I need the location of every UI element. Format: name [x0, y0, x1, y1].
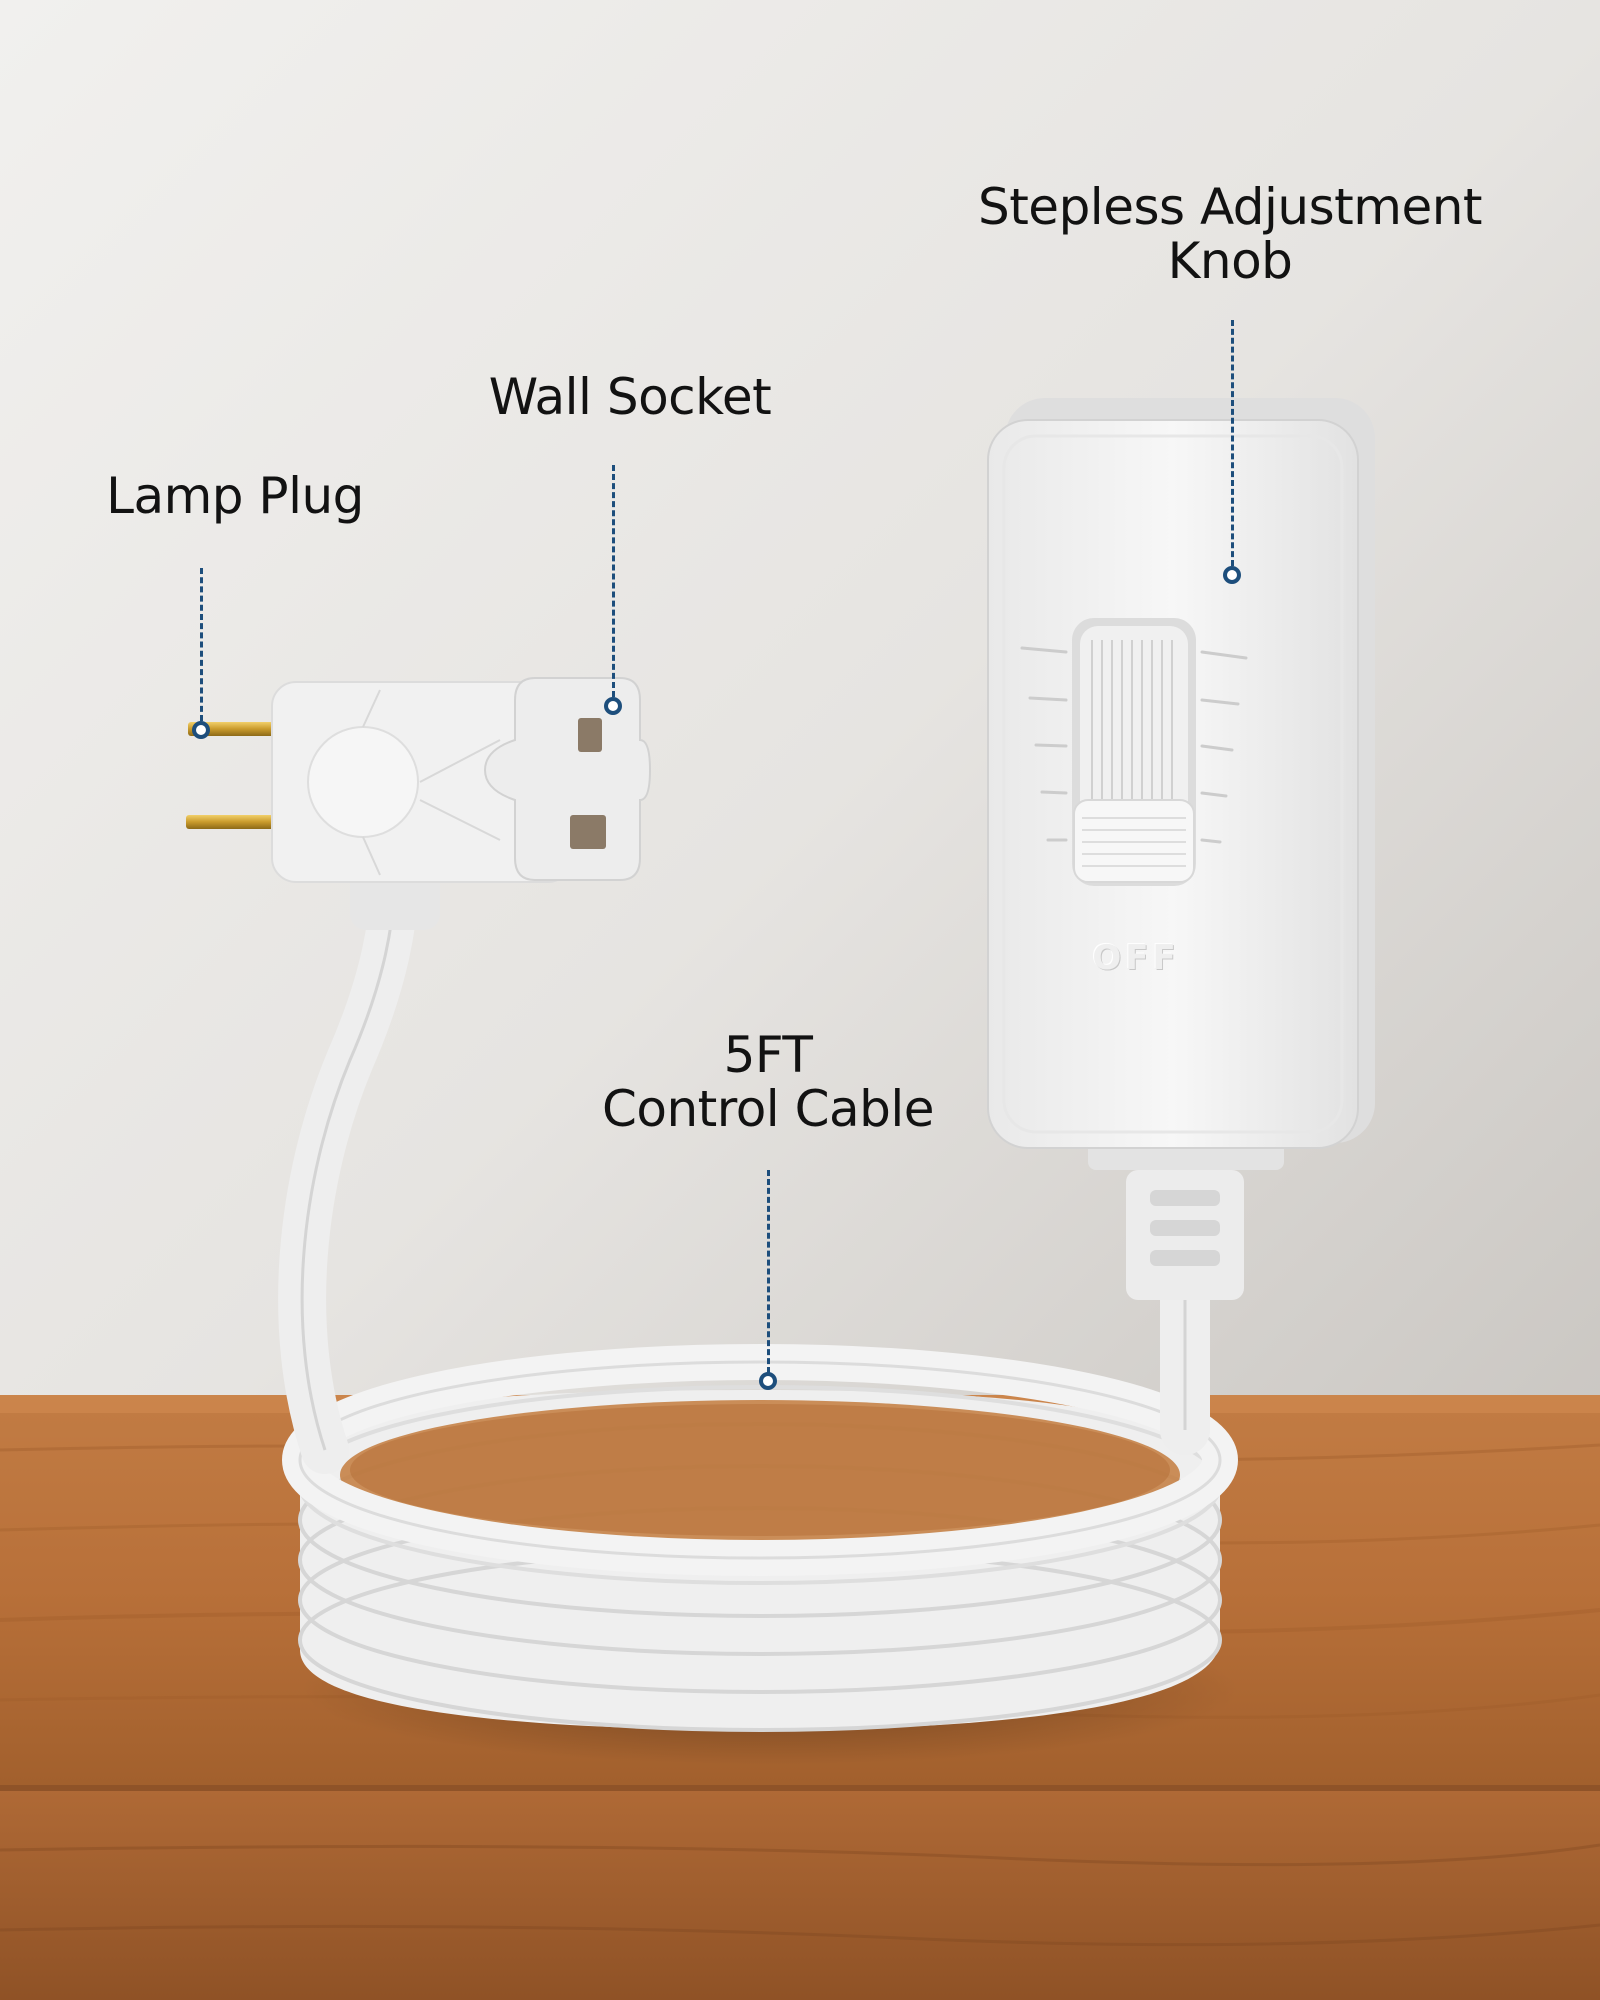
- callout-cable-dot: [759, 1372, 777, 1390]
- control-cable: [278, 846, 1238, 1732]
- callout-lamp-plug-label: Lamp Plug: [106, 467, 364, 525]
- callout-cable-label: 5FT Control Cable: [560, 1028, 976, 1136]
- callout-wall-socket-label: Wall Socket: [488, 368, 772, 426]
- callout-lamp-plug-leader: [200, 568, 203, 721]
- callout-knob-line1: Stepless Adjustment: [977, 178, 1483, 236]
- dimmer-scale-marks: [1020, 646, 1248, 844]
- callout-cable-line2: Control Cable: [601, 1080, 935, 1138]
- wall-socket-face: [483, 677, 652, 881]
- callout-wall-socket-leader: [612, 465, 615, 697]
- callout-cable-leader: [767, 1170, 770, 1382]
- plug-adapter: [186, 677, 652, 930]
- lamp-plug-prong-bottom: [186, 815, 274, 829]
- callout-knob-dot: [1223, 566, 1241, 584]
- dimmer-switch-box: [987, 398, 1375, 1300]
- callout-knob-label: Stepless Adjustment Knob: [975, 180, 1485, 288]
- callout-lamp-plug-dot: [192, 721, 210, 739]
- callout-wall-socket-dot: [604, 697, 622, 715]
- callout-cable-line1: 5FT: [723, 1026, 813, 1084]
- switch-off-label: OFF: [1092, 938, 1180, 978]
- callout-knob-leader: [1231, 320, 1234, 566]
- callout-knob-line2: Knob: [1167, 232, 1293, 290]
